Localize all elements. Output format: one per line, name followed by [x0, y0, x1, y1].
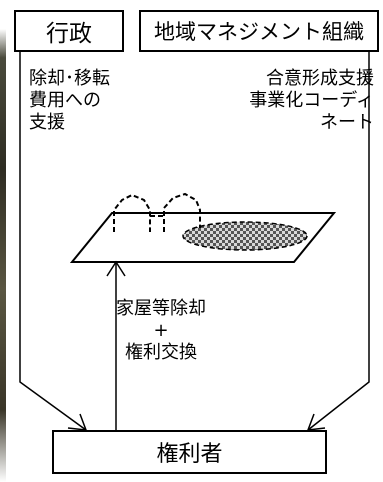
org-support-line-3: ネート [320, 112, 374, 133]
government-support-line-2: 費用への [29, 90, 101, 111]
vacant-lot-area [182, 221, 308, 251]
arrow-gov-to-owner [19, 52, 87, 431]
org-support-text: 合意形成支援 事業化コーディ ネート [249, 68, 374, 134]
arrow-org-to-owner [307, 52, 370, 431]
government-support-line-1: 除却･移転 [29, 68, 110, 89]
rights-holder-box: 権利者 [52, 430, 327, 474]
government-support-line-3: 支援 [29, 112, 65, 133]
org-support-line-2: 事業化コーディ [249, 90, 374, 111]
owner-action-line-3: 権利交換 [125, 342, 197, 363]
owner-action-line-1: 家屋等除却 [116, 298, 206, 319]
arrow-owner-to-land-head [106, 260, 126, 277]
government-label: 行政 [46, 21, 92, 47]
removed-house-2 [163, 192, 201, 232]
area-management-org-box: 地域マネジメント組織 [139, 10, 379, 52]
area-management-org-label: 地域マネジメント組織 [154, 20, 364, 44]
government-support-text: 除却･移転 費用への 支援 [29, 68, 110, 134]
org-support-line-1: 合意形成支援 [266, 68, 374, 89]
photo-edge-strip [0, 0, 6, 482]
owner-action-text: 家屋等除却 + 権利交換 [116, 298, 206, 364]
rights-holder-label: 権利者 [156, 442, 223, 467]
owner-action-plus: + [153, 320, 169, 341]
government-box: 行政 [14, 10, 124, 52]
